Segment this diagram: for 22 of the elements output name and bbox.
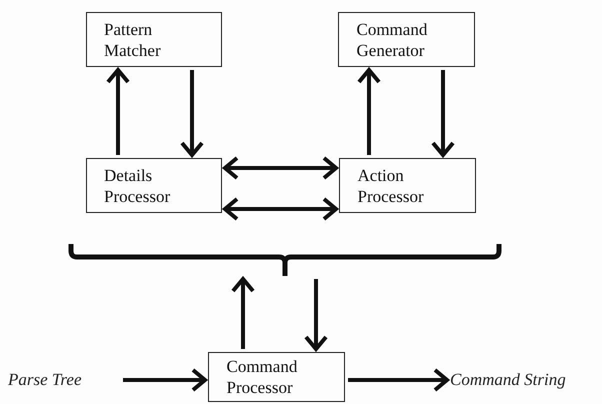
process-box bbox=[338, 12, 475, 67]
arrow bbox=[223, 156, 338, 180]
arrow bbox=[180, 70, 204, 157]
flow-label: Parse Tree bbox=[8, 368, 120, 392]
box-label: Details Processor bbox=[104, 164, 172, 206]
arrow bbox=[304, 279, 328, 351]
flow-label: Command String bbox=[450, 368, 600, 392]
process-box bbox=[208, 352, 345, 402]
arrow bbox=[431, 70, 455, 157]
arrow bbox=[357, 68, 381, 155]
arrow bbox=[106, 68, 130, 155]
box-label: Command Generator bbox=[356, 18, 428, 60]
box-label: Action Processor bbox=[358, 164, 425, 206]
box-label: Pattern Matcher bbox=[104, 18, 162, 60]
arrow bbox=[223, 197, 338, 221]
arrow bbox=[123, 368, 207, 392]
process-box bbox=[86, 158, 222, 213]
process-box bbox=[86, 12, 222, 67]
box-label: Command Processor bbox=[226, 356, 298, 398]
arrow bbox=[348, 368, 449, 392]
process-box bbox=[339, 158, 476, 213]
arrow bbox=[231, 277, 255, 349]
